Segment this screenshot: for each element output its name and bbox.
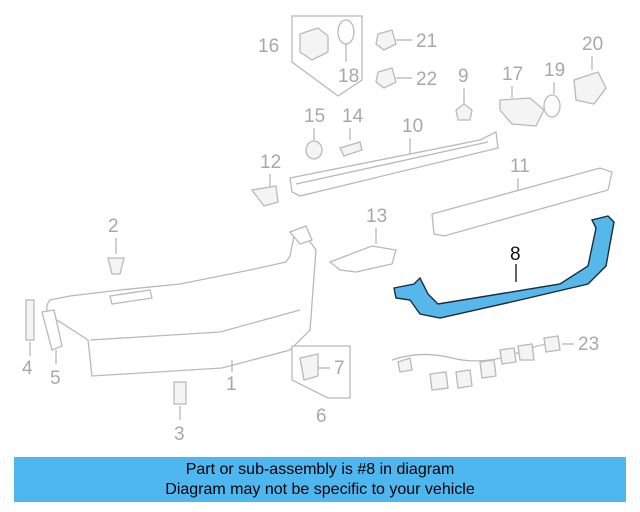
caption-banner: Part or sub-assembly is #8 in diagram Di…	[14, 457, 626, 502]
callout-5[interactable]: 5	[50, 368, 61, 389]
callout-4[interactable]: 4	[22, 358, 33, 379]
part-15-grommet	[305, 140, 323, 160]
part-13-bracket	[328, 245, 397, 273]
part-11-absorber	[431, 167, 613, 237]
callout-14[interactable]: 14	[342, 106, 364, 127]
callout-22[interactable]: 22	[416, 69, 437, 90]
part-8-highlighted	[393, 215, 615, 319]
callout-17[interactable]: 17	[502, 64, 523, 85]
callout-21[interactable]: 21	[416, 31, 437, 52]
part-17-sensor	[499, 97, 545, 127]
part-21-clip	[375, 29, 412, 51]
callout-8[interactable]: 8	[510, 244, 521, 265]
part-20-bracket	[573, 71, 607, 105]
part-10-reinforcement	[289, 131, 499, 197]
callout-16[interactable]: 16	[258, 36, 279, 57]
callout-9[interactable]: 9	[458, 66, 469, 87]
caption-line-2: Diagram may not be specific to your vehi…	[165, 480, 475, 498]
caption-line-1: Part or sub-assembly is #8 in diagram	[185, 460, 455, 478]
callout-13[interactable]: 13	[366, 206, 387, 227]
callout-12[interactable]: 12	[260, 152, 281, 173]
part-23-harness	[391, 343, 561, 362]
callout-11[interactable]: 11	[510, 156, 530, 177]
part-22-clip	[375, 67, 412, 89]
callout-6[interactable]: 6	[316, 406, 327, 427]
callout-19[interactable]: 19	[544, 60, 565, 81]
part-16-box	[291, 15, 363, 97]
callout-7[interactable]: 7	[334, 358, 345, 379]
callout-1[interactable]: 1	[226, 374, 237, 395]
part-2-screw	[107, 257, 125, 275]
parts-diagram: 16 18 21 22 9 17 19 20 15 14 10 12 11 13	[22, 15, 615, 445]
part-4-pin	[25, 299, 35, 341]
part-1-bumper-cover	[46, 226, 317, 377]
part-3-bolt	[173, 381, 187, 405]
callout-10[interactable]: 10	[402, 116, 423, 137]
callout-15[interactable]: 15	[304, 106, 325, 127]
part-14-bolt	[339, 141, 363, 157]
part-9-nut	[455, 103, 473, 121]
part-5-reflector	[41, 309, 63, 351]
callout-3[interactable]: 3	[174, 424, 185, 445]
callout-2[interactable]: 2	[108, 216, 119, 237]
callout-23[interactable]: 23	[578, 334, 599, 355]
part-19-ring	[543, 94, 561, 118]
callout-18[interactable]: 18	[338, 66, 359, 87]
part-12-bolt	[250, 185, 279, 207]
callout-20[interactable]: 20	[582, 34, 603, 55]
